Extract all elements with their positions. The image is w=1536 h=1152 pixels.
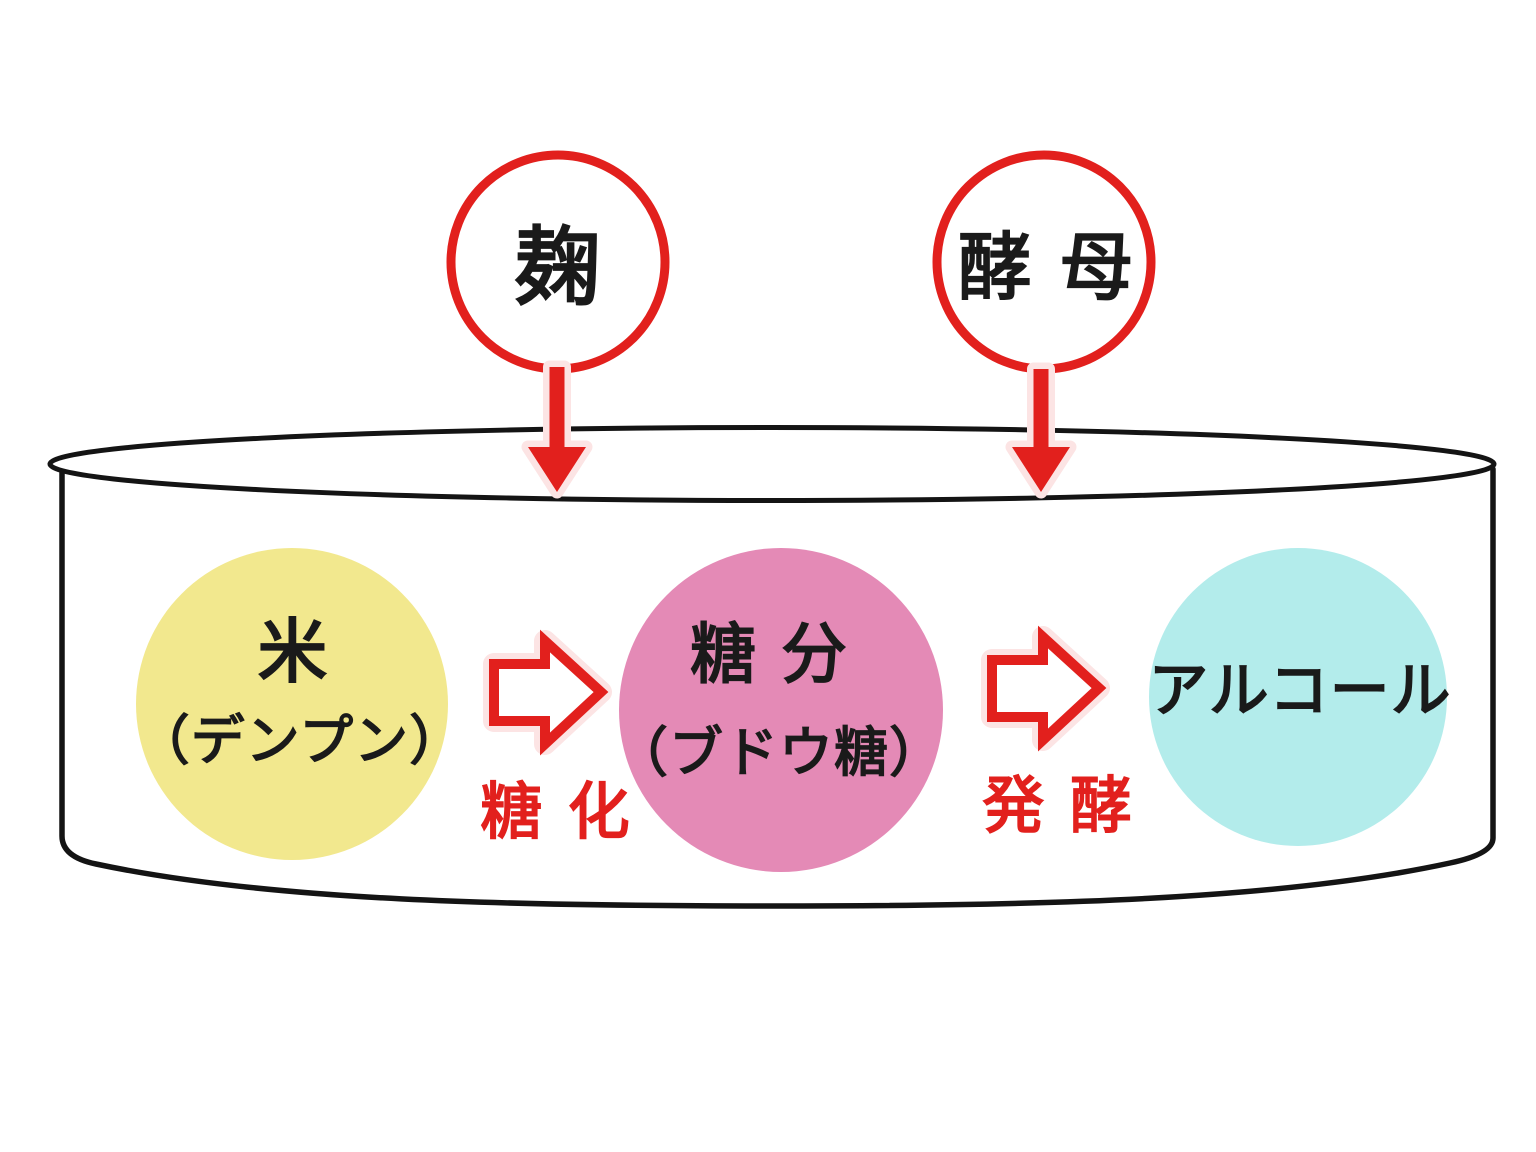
yeast-down-arrow-icon [1012,369,1070,492]
saccharification-arrow-icon [489,629,609,756]
yeast-label: 酵 母 [957,225,1135,311]
rice-circle [136,548,448,860]
sugar-label-line2: （ブドウ糖） [614,721,944,784]
alcohol-circle [1149,548,1447,846]
rice-label-line1: 米 [257,611,329,693]
tank-rim-ellipse [47,425,1497,503]
tank-body-outline [59,466,1496,909]
rice-label-line2: （デンプン） [135,709,465,772]
koji-down-arrow-icon [528,367,586,492]
saccharification-label: 糖 化 [480,775,632,848]
fermentation-arrow-icon [987,625,1107,752]
sugar-label-line1: 糖 分 [690,616,848,693]
sugar-circle [619,548,943,872]
alcohol-label: アルコール [1148,656,1452,726]
koji-label: 麹 [514,218,602,318]
fermentation-label: 発 酵 [982,769,1134,842]
